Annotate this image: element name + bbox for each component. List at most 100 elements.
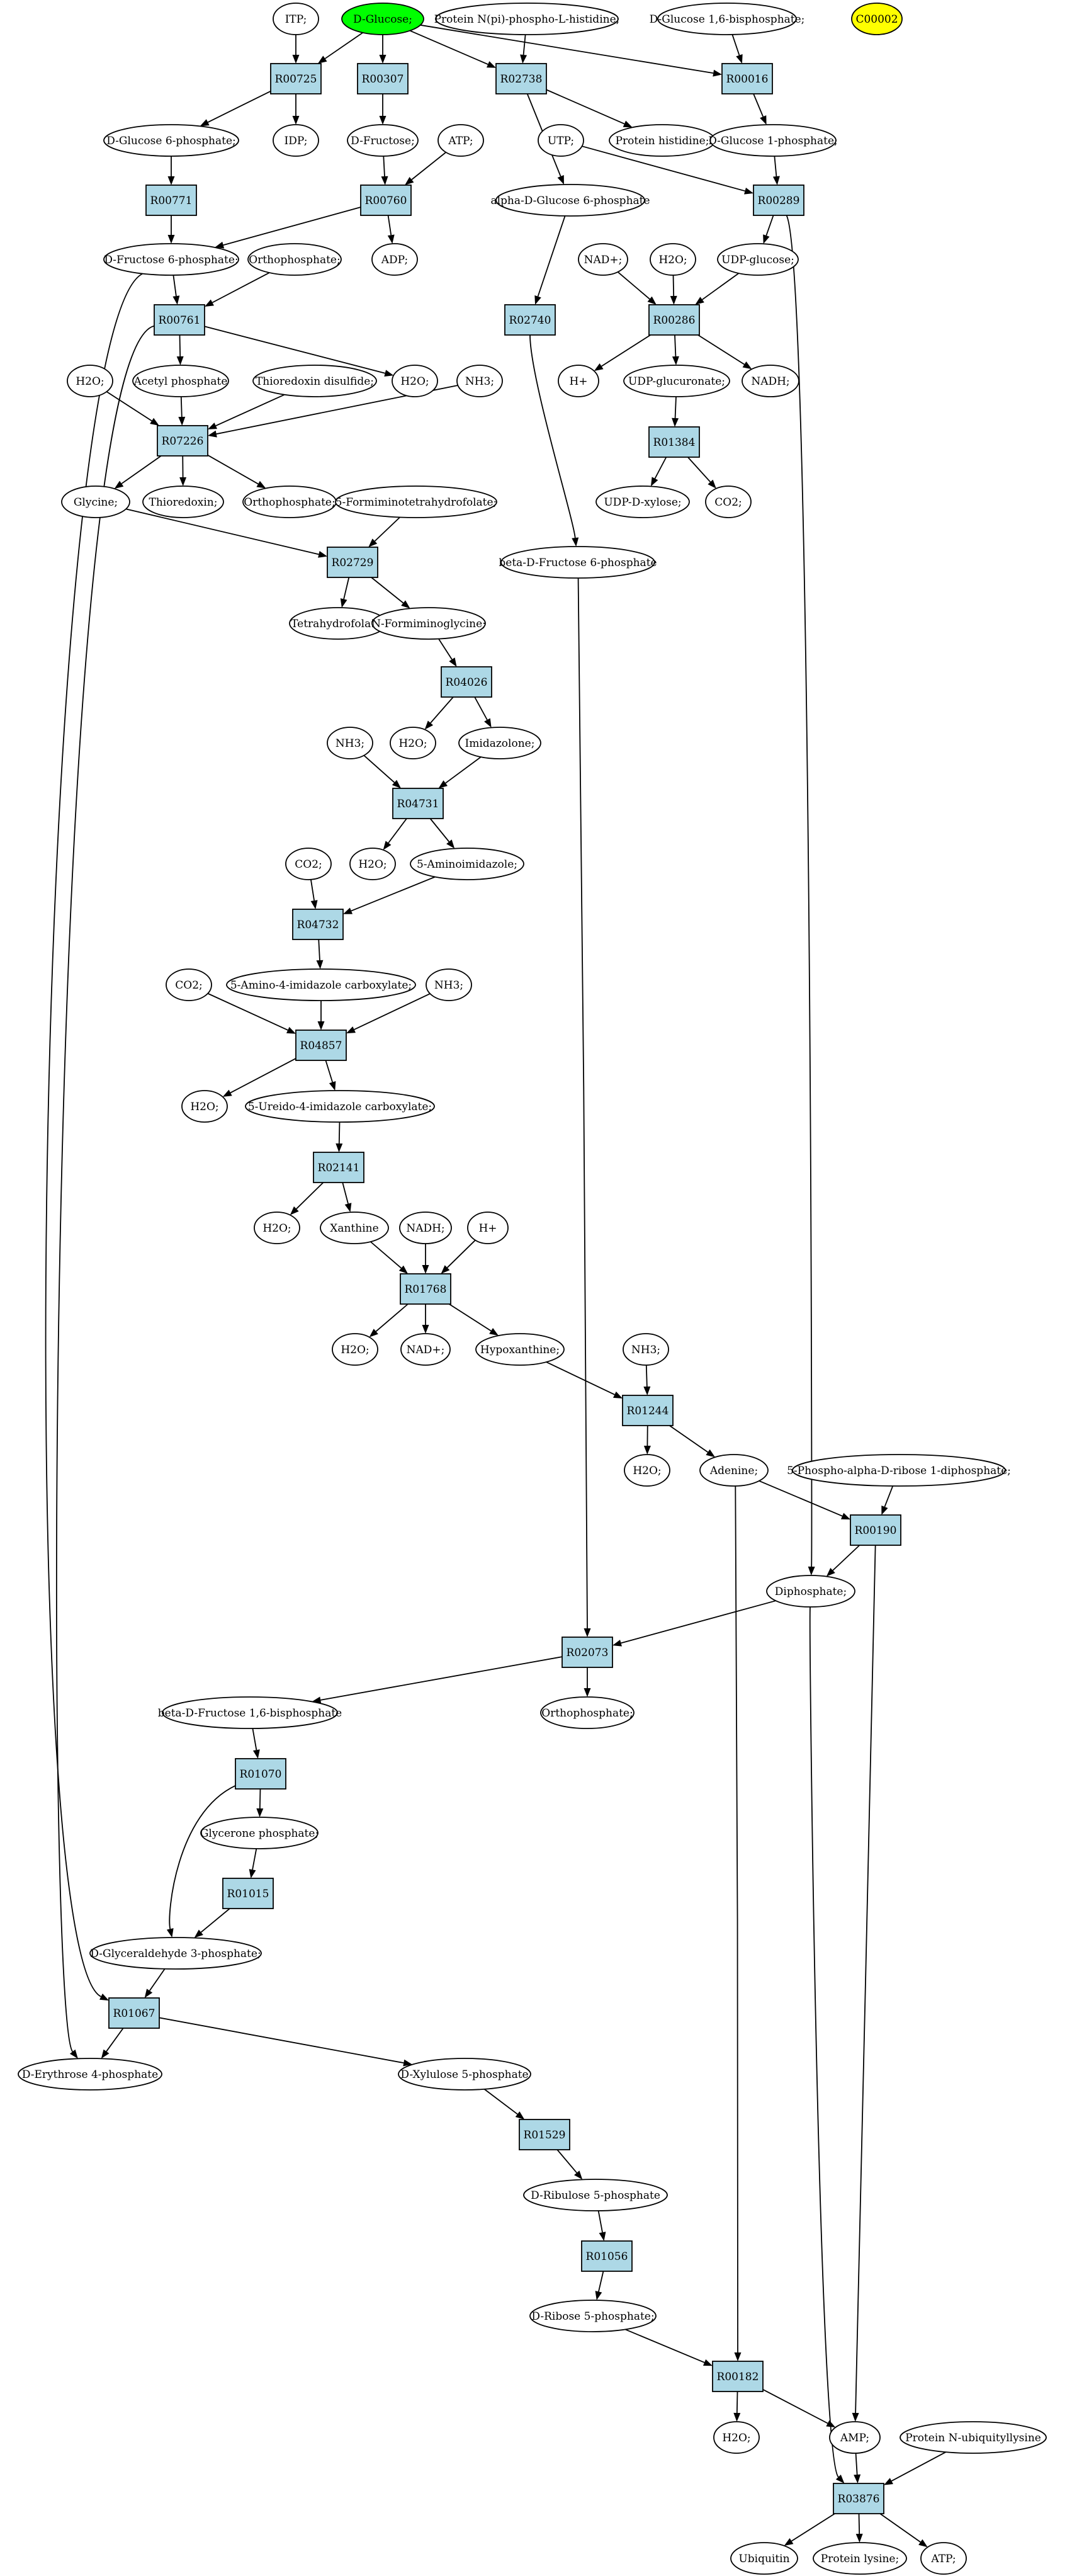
compound-node-acetylp[interactable]: Acetyl phosphate xyxy=(132,365,229,397)
compound-node-alphadg6p[interactable]: alpha-D-Glucose 6-phosphate xyxy=(490,184,650,217)
compound-node-dfructose[interactable]: D-Fructose; xyxy=(347,124,419,157)
compound-node-idp[interactable]: IDP; xyxy=(273,124,319,157)
compound-node-xanthine[interactable]: Xanthine xyxy=(320,1211,389,1244)
compound-node-hplus2[interactable]: H+ xyxy=(467,1211,509,1244)
compound-node-adp[interactable]: ADP; xyxy=(371,243,418,276)
compound-node-h2o_e[interactable]: H2O; xyxy=(349,848,396,880)
compound-node-glycp[interactable]: Glycerone phosphate; xyxy=(200,1817,319,1849)
compound-node-thiodis[interactable]: Thioredoxin disulfide; xyxy=(252,365,377,397)
compound-node-uicarb[interactable]: 5-Ureido-4-imidazole carboxylate; xyxy=(245,1090,435,1123)
compound-node-utp[interactable]: UTP; xyxy=(538,124,584,157)
reaction-node-r00190[interactable]: R00190 xyxy=(850,1514,901,1546)
compound-node-hplus1[interactable]: H+ xyxy=(558,365,599,397)
reaction-node-r00771[interactable]: R00771 xyxy=(145,184,197,216)
compound-node-h2o_a[interactable]: H2O; xyxy=(650,243,696,276)
reaction-node-r00016[interactable]: R00016 xyxy=(721,63,773,94)
reaction-node-r01067[interactable]: R01067 xyxy=(108,1997,160,2029)
compound-node-h2o_b[interactable]: H2O; xyxy=(67,365,113,397)
reaction-node-r02740[interactable]: R02740 xyxy=(504,304,556,336)
compound-node-df6p[interactable]: D-Fructose 6-phosphate; xyxy=(103,243,239,276)
compound-node-prpp[interactable]: 5-Phospho-alpha-D-ribose 1-diphosphate; xyxy=(787,1454,1011,1487)
reaction-node-r01384[interactable]: R01384 xyxy=(648,426,700,458)
compound-node-h2o_i[interactable]: H2O; xyxy=(624,1454,670,1487)
reaction-node-r01244[interactable]: R01244 xyxy=(622,1395,674,1426)
reaction-node-r04732[interactable]: R04732 xyxy=(292,909,344,940)
reaction-node-r01529[interactable]: R01529 xyxy=(519,2119,570,2150)
compound-node-de4p[interactable]: D-Erythrose 4-phosphate xyxy=(18,2058,162,2091)
compound-node-dglucose[interactable]: D-Glucose; xyxy=(341,3,424,35)
compound-node-udpgluc[interactable]: UDP-glucuronate; xyxy=(623,365,730,397)
compound-node-h2o_d[interactable]: H2O; xyxy=(390,727,436,759)
compound-node-bdf16bp[interactable]: beta-D-Fructose 1,6-bisphosphate xyxy=(158,1696,342,1729)
compound-node-orthop1[interactable]: Orthophosphate; xyxy=(247,243,342,276)
reaction-node-r03876[interactable]: R03876 xyxy=(833,2483,884,2514)
reaction-node-r02738[interactable]: R02738 xyxy=(495,63,547,94)
compound-node-h2o_c[interactable]: H2O; xyxy=(392,365,438,397)
compound-node-dg1p[interactable]: D-Glucose 1-phosphate; xyxy=(708,124,838,157)
compound-node-orthop2[interactable]: Orthophosphate; xyxy=(242,485,337,518)
compound-node-adenine[interactable]: Adenine; xyxy=(699,1454,769,1487)
reaction-node-r00761[interactable]: R00761 xyxy=(154,304,205,336)
compound-node-co2_b[interactable]: CO2; xyxy=(285,848,332,880)
compound-node-aminoimid[interactable]: 5-Aminoimidazole; xyxy=(410,848,524,880)
compound-node-h2o_g[interactable]: H2O; xyxy=(254,1211,300,1244)
reaction-node-r00725[interactable]: R00725 xyxy=(270,63,322,94)
compound-node-atp1[interactable]: ATP; xyxy=(437,124,484,157)
compound-node-orthop3[interactable]: Orthophosphate; xyxy=(540,1696,635,1729)
reaction-node-r01070[interactable]: R01070 xyxy=(235,1758,286,1790)
reaction-node-r00286[interactable]: R00286 xyxy=(648,304,700,336)
reaction-node-r02729[interactable]: R02729 xyxy=(327,547,378,578)
compound-node-h2o_h[interactable]: H2O; xyxy=(332,1333,378,1366)
compound-node-nh3_b[interactable]: NH3; xyxy=(327,727,373,759)
compound-node-udpglucose[interactable]: UDP-glucose; xyxy=(717,243,799,276)
compound-node-dx5p[interactable]: D-Xylulose 5-phosphate xyxy=(398,2058,531,2091)
reaction-node-r01056[interactable]: R01056 xyxy=(581,2240,633,2272)
reaction-node-r04026[interactable]: R04026 xyxy=(441,666,492,698)
compound-node-h2o_j[interactable]: H2O; xyxy=(713,2421,760,2454)
reaction-node-r00289[interactable]: R00289 xyxy=(753,184,804,216)
compound-node-c00002[interactable]: C00002 xyxy=(851,3,903,35)
compound-node-protlys[interactable]: Protein lysine; xyxy=(813,2542,907,2575)
compound-node-prothis[interactable]: Protein histidine; xyxy=(609,124,716,157)
compound-node-ubiquitin[interactable]: Ubiquitin xyxy=(730,2542,798,2575)
reaction-node-r01015[interactable]: R01015 xyxy=(222,1878,274,1909)
compound-node-atp2[interactable]: ATP; xyxy=(920,2542,967,2575)
compound-node-dg16bp[interactable]: D-Glucose 1,6-bisphosphate; xyxy=(650,3,805,35)
reaction-node-r01768[interactable]: R01768 xyxy=(400,1273,451,1305)
compound-node-nadp2[interactable]: NAD+; xyxy=(400,1333,451,1366)
compound-node-co2_a[interactable]: CO2; xyxy=(705,485,752,518)
compound-node-nadh1[interactable]: NADH; xyxy=(742,365,799,397)
compound-node-bdf6p[interactable]: beta-D-Fructose 6-phosphate xyxy=(499,546,657,579)
reaction-node-r00182[interactable]: R00182 xyxy=(712,2361,764,2392)
compound-node-dg6p[interactable]: D-Glucose 6-phosphate; xyxy=(103,124,239,157)
compound-node-dribu5p[interactable]: D-Ribulose 5-phosphate xyxy=(523,2179,668,2211)
compound-node-nh3_a[interactable]: NH3; xyxy=(456,365,503,397)
compound-node-udpxylose[interactable]: UDP-D-xylose; xyxy=(595,485,690,518)
compound-node-itp[interactable]: ITP; xyxy=(273,3,319,35)
compound-node-dr5p[interactable]: D-Ribose 5-phosphate; xyxy=(529,2300,657,2332)
compound-node-nformgly[interactable]: N-Formiminoglycine; xyxy=(371,607,486,640)
compound-node-protnub[interactable]: Protein N-ubiquityllysine xyxy=(900,2421,1047,2454)
reaction-node-r07226[interactable]: R07226 xyxy=(157,425,208,457)
compound-node-dga3p[interactable]: D-Glyceraldehyde 3-phosphate; xyxy=(89,1937,262,1970)
compound-node-nh3_c[interactable]: NH3; xyxy=(426,968,472,1001)
compound-node-imidazolone[interactable]: Imidazolone; xyxy=(458,727,541,759)
reaction-node-r04857[interactable]: R04857 xyxy=(295,1030,347,1061)
reaction-node-r04731[interactable]: R04731 xyxy=(392,788,444,819)
compound-node-nadp1[interactable]: NAD+; xyxy=(578,243,628,276)
reaction-node-r02073[interactable]: R02073 xyxy=(561,1637,613,1668)
reaction-node-r00307[interactable]: R00307 xyxy=(357,63,409,94)
compound-node-thioredoxin[interactable]: Thioredoxin; xyxy=(142,485,224,518)
compound-node-aicarb[interactable]: 5-Amino-4-imidazole carboxylate; xyxy=(226,968,416,1001)
reaction-node-r00760[interactable]: R00760 xyxy=(360,184,412,216)
compound-node-amp[interactable]: AMP; xyxy=(829,2421,881,2454)
compound-node-nadh2[interactable]: NADH; xyxy=(399,1211,452,1244)
compound-node-diphosphate[interactable]: Diphosphate; xyxy=(766,1575,855,1608)
reaction-node-r02141[interactable]: R02141 xyxy=(313,1152,364,1183)
compound-node-protnpi[interactable]: Protein N(pi)-phospho-L-histidine; xyxy=(434,3,620,35)
compound-node-h2o_f[interactable]: H2O; xyxy=(181,1090,228,1123)
compound-node-nh3_d[interactable]: NH3; xyxy=(623,1333,669,1366)
compound-node-formthf[interactable]: 5-Formiminotetrahydrofolate; xyxy=(335,485,497,518)
compound-node-hypox[interactable]: Hypoxanthine; xyxy=(475,1333,565,1366)
compound-node-co2_c[interactable]: CO2; xyxy=(166,968,212,1001)
